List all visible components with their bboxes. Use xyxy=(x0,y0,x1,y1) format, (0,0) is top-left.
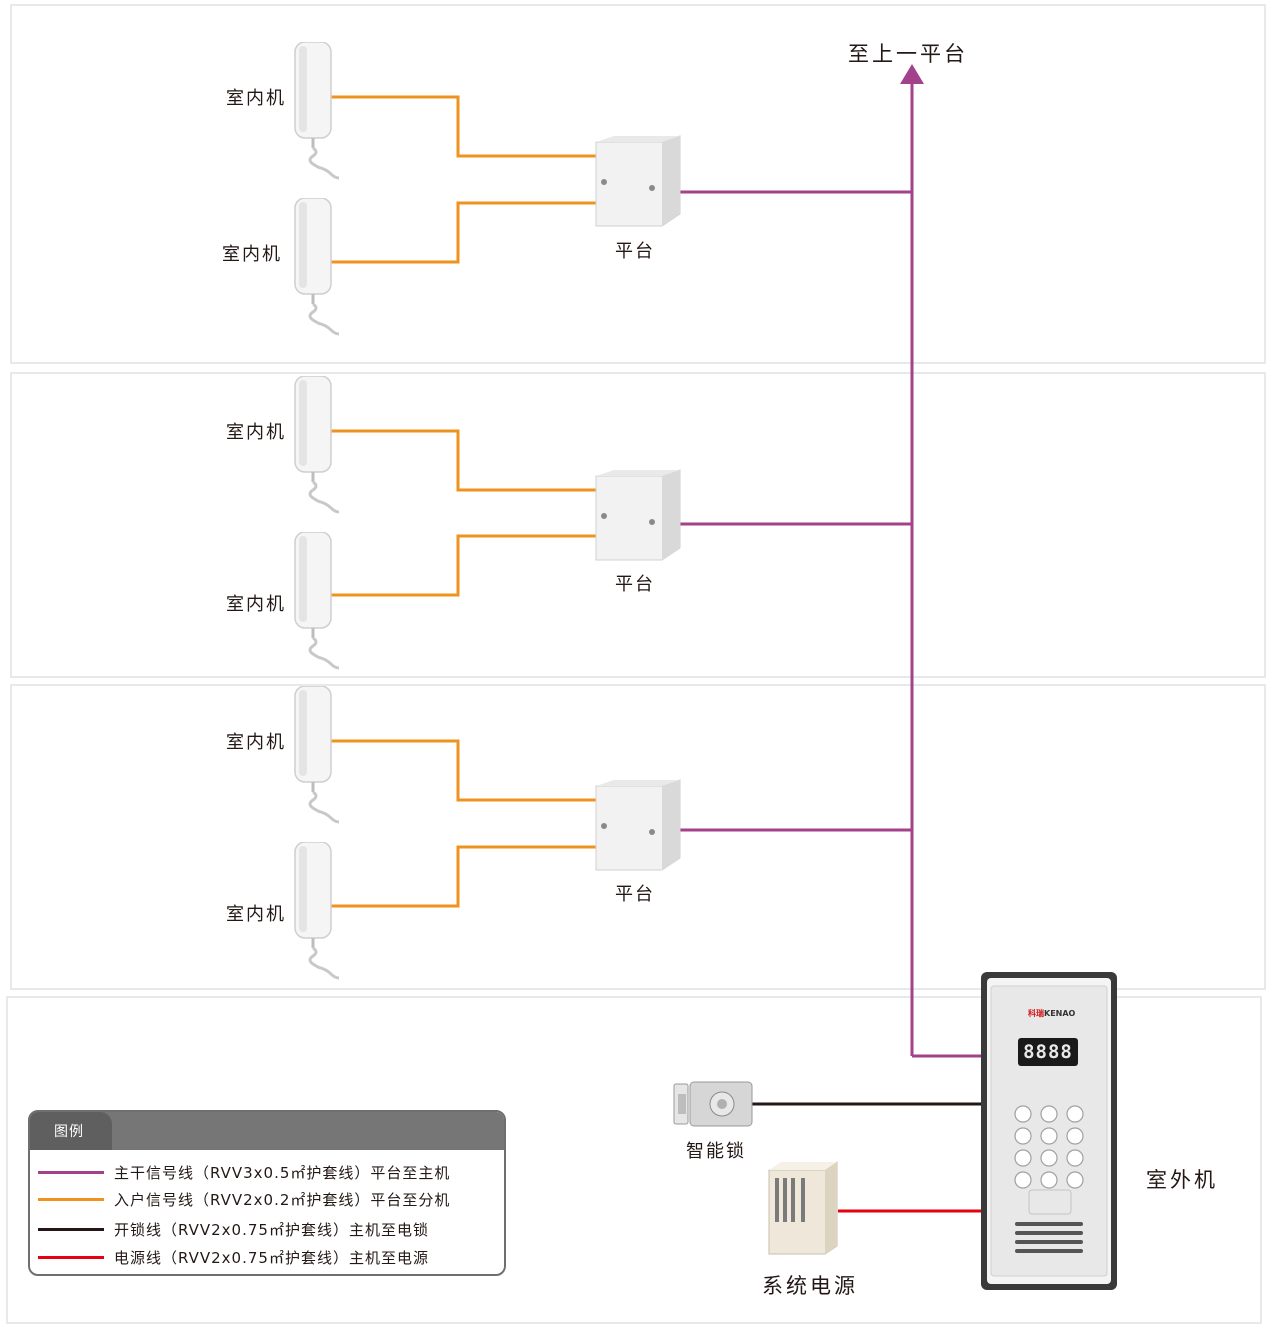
branch-line xyxy=(330,534,596,597)
legend-swatch-power xyxy=(38,1256,104,1259)
legend-text: 入户信号线（RVV2x0.2㎡护套线）平台至分机 xyxy=(114,1191,451,1209)
trunk-arrow xyxy=(900,64,924,84)
legend-swatch-trunk xyxy=(38,1171,104,1174)
outdoor-unit-icon xyxy=(981,972,1117,1290)
indoor-unit-label: 室内机 xyxy=(226,594,286,615)
legend-swatch-unlock xyxy=(38,1228,104,1231)
hub-label: 平台 xyxy=(615,574,655,595)
indoor-phone-icon xyxy=(294,532,340,670)
legend-tab xyxy=(30,1112,112,1150)
power-supply-label: 系统电源 xyxy=(762,1274,858,1298)
indoor-phone-icon xyxy=(294,686,340,824)
legend-text: 开锁线（RVV2x0.75㎡护套线）主机至电锁 xyxy=(114,1221,429,1239)
legend-swatch-branch xyxy=(38,1198,104,1201)
outdoor-unit-label: 室外机 xyxy=(1146,1168,1218,1192)
top-arrow-label: 至上一平台 xyxy=(848,42,968,66)
hub-box-icon xyxy=(595,135,681,227)
legend-title: 图例 xyxy=(54,1124,84,1140)
branch-line xyxy=(330,201,596,264)
digital-display: 8888 xyxy=(1018,1038,1078,1066)
indoor-unit-label: 室内机 xyxy=(226,732,286,753)
indoor-unit-label: 室内机 xyxy=(226,904,286,925)
branch-line xyxy=(330,845,596,908)
indoor-phone-icon xyxy=(294,198,340,336)
smart-lock-icon xyxy=(673,1081,753,1127)
indoor-unit-label: 室内机 xyxy=(226,88,286,109)
hub-box-icon xyxy=(595,779,681,871)
branch-line xyxy=(330,739,596,802)
legend-item-power: 电源线（RVV2x0.75㎡护套线）主机至电源 xyxy=(38,1247,498,1267)
brand-logo: 科瑞KENAO xyxy=(1028,1008,1075,1019)
legend-item-branch: 入户信号线（RVV2x0.2㎡护套线）平台至分机 xyxy=(38,1189,498,1209)
brand-prefix: 科瑞 xyxy=(1028,1009,1044,1018)
hub-box-icon xyxy=(595,469,681,561)
indoor-unit-label: 室内机 xyxy=(226,422,286,443)
hub-label: 平台 xyxy=(615,884,655,905)
branch-line xyxy=(330,429,596,492)
indoor-phone-icon xyxy=(294,42,340,180)
indoor-phone-icon xyxy=(294,376,340,514)
legend-box: 图例 主干信号线（RVV3x0.5㎡护套线）平台至主机 入户信号线（RVV2x0… xyxy=(28,1110,506,1276)
brand-name: KENAO xyxy=(1044,1009,1076,1018)
legend-text: 主干信号线（RVV3x0.5㎡护套线）平台至主机 xyxy=(114,1164,451,1182)
hub-label: 平台 xyxy=(615,241,655,262)
power-supply-icon xyxy=(768,1161,838,1255)
indoor-phone-icon xyxy=(294,842,340,980)
legend-item-unlock: 开锁线（RVV2x0.75㎡护套线）主机至电锁 xyxy=(38,1219,498,1239)
indoor-unit-label: 室内机 xyxy=(222,244,282,265)
smart-lock-label: 智能锁 xyxy=(686,1141,746,1162)
legend-text: 电源线（RVV2x0.75㎡护套线）主机至电源 xyxy=(114,1249,429,1267)
branch-line xyxy=(330,95,596,158)
legend-item-trunk: 主干信号线（RVV3x0.5㎡护套线）平台至主机 xyxy=(38,1162,498,1182)
